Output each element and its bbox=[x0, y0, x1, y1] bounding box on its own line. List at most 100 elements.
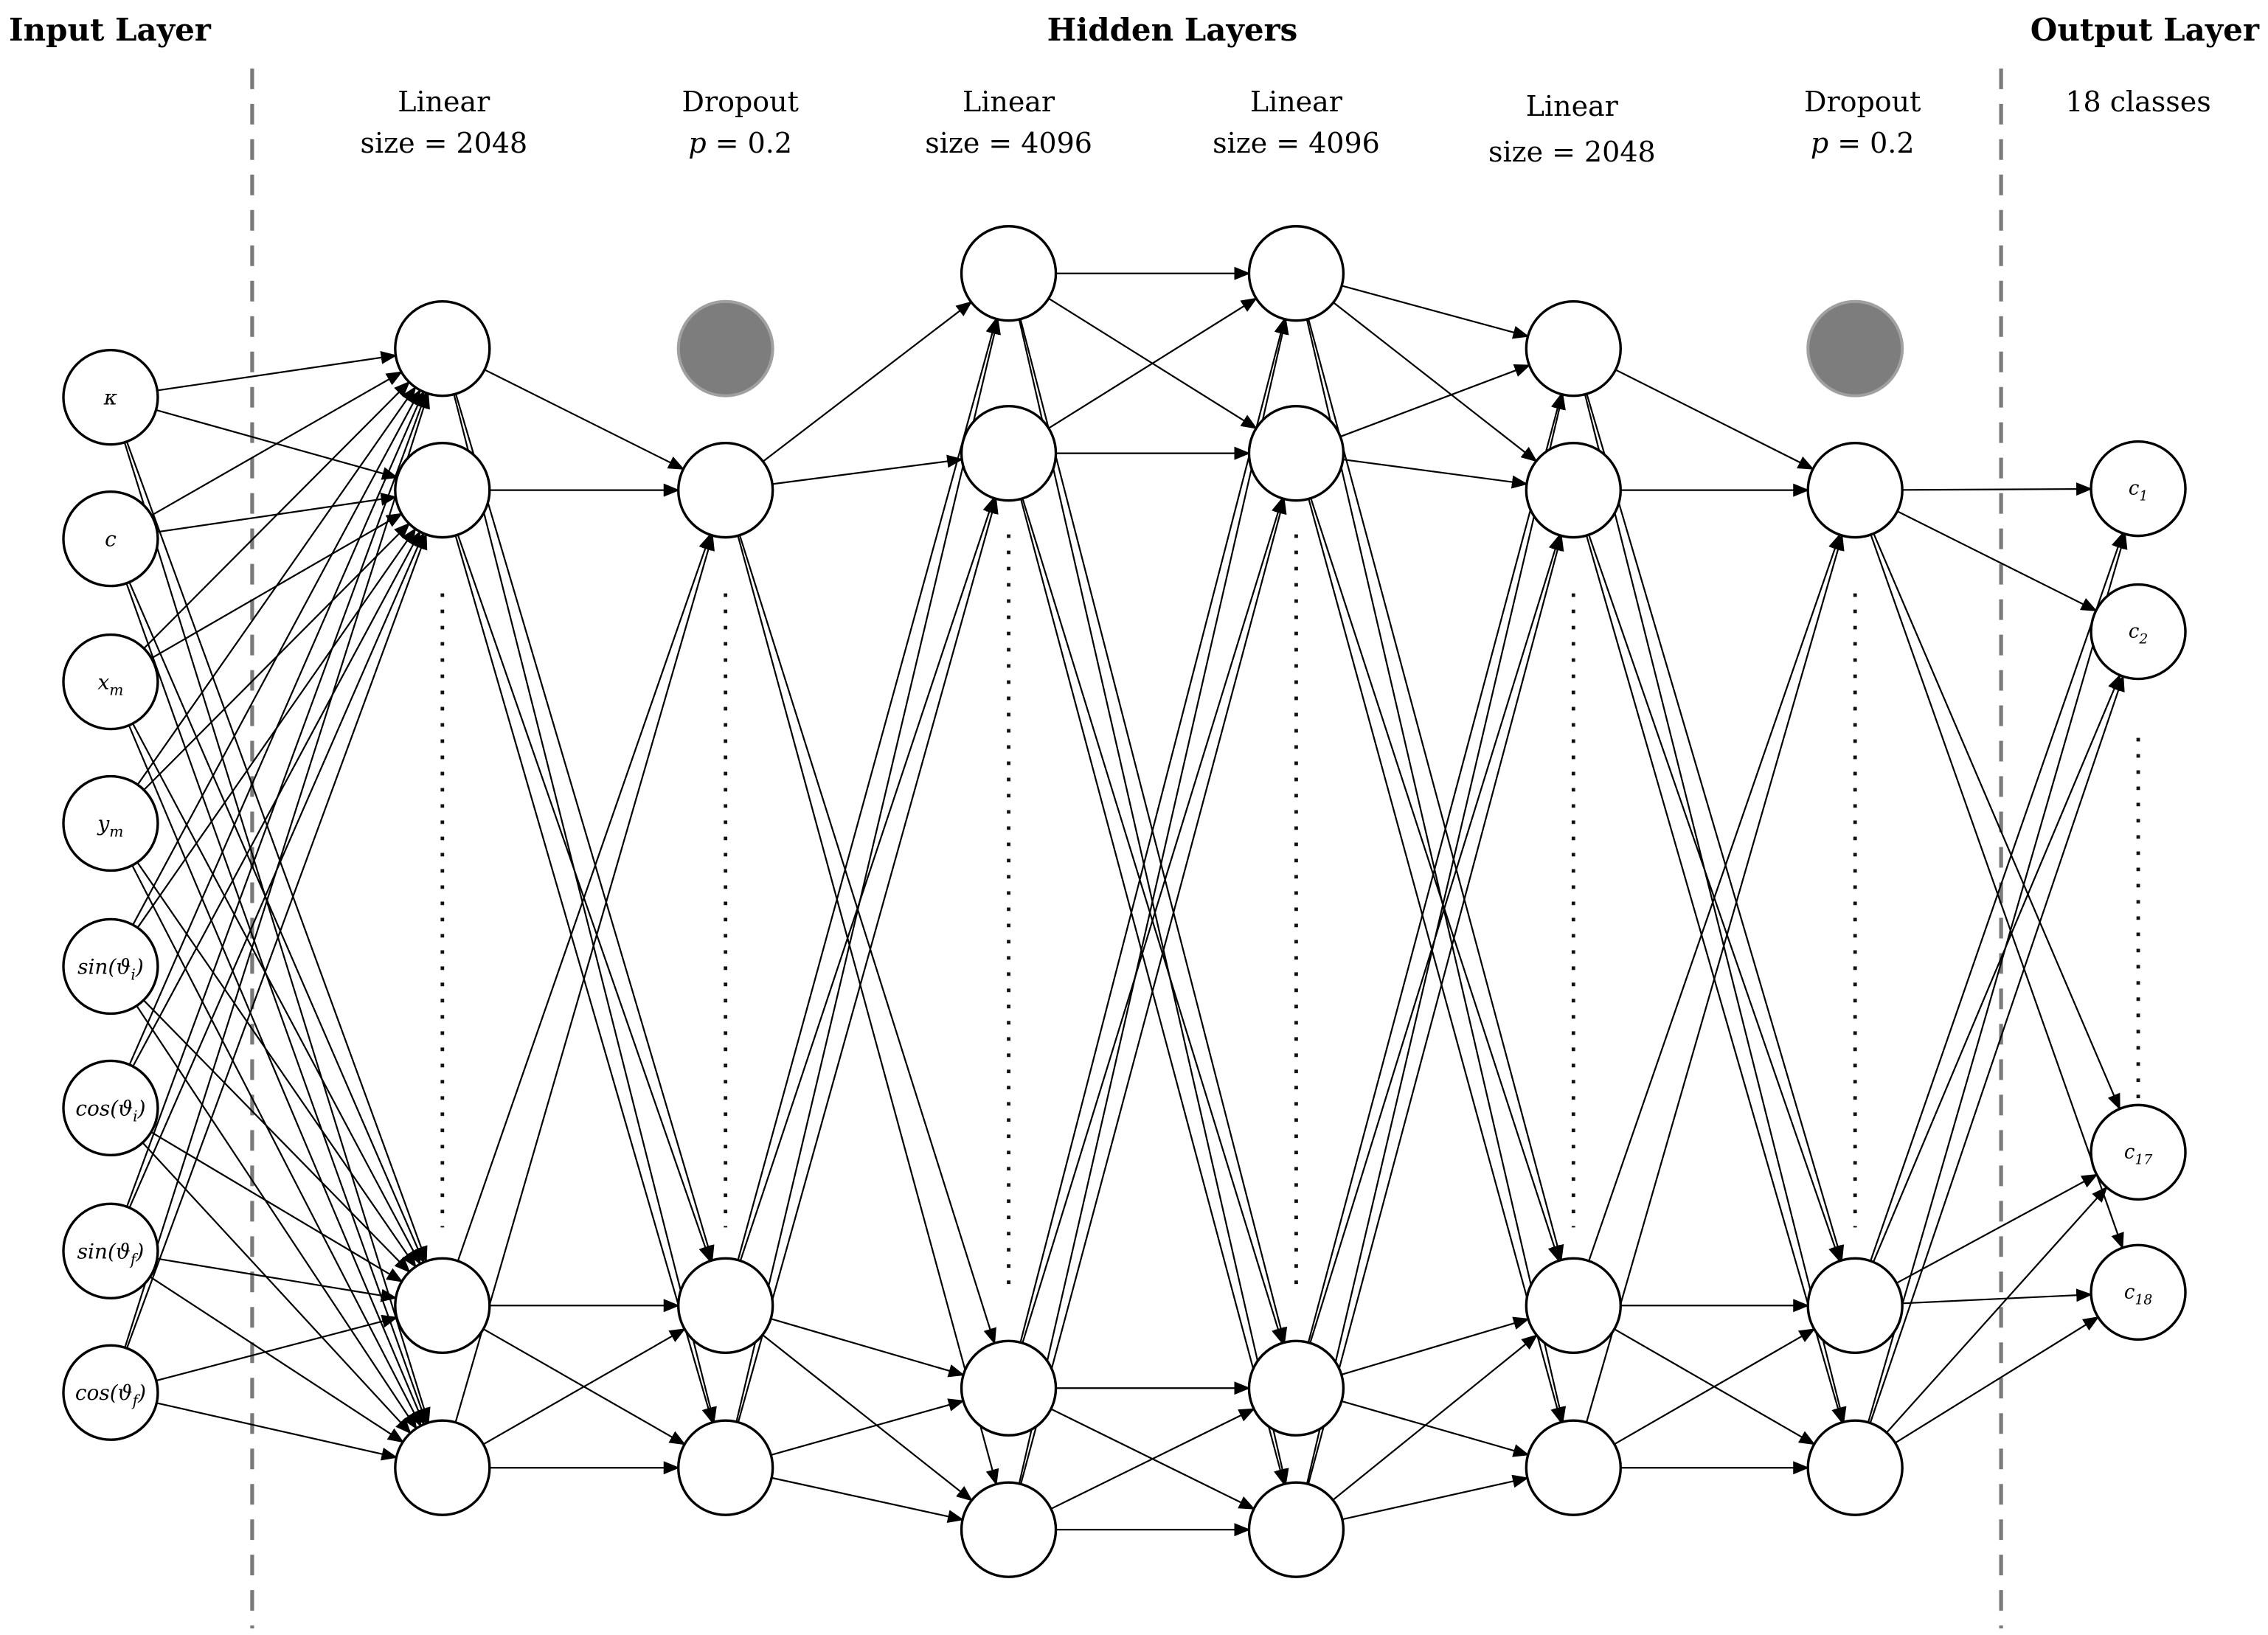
edge-arrow bbox=[1339, 364, 1531, 438]
edge-arrow bbox=[1342, 459, 1528, 489]
neuron-node bbox=[2090, 440, 2187, 538]
layer-header: Linear bbox=[963, 86, 1055, 118]
edge-arrow bbox=[1902, 1288, 2093, 1305]
layer-header: size = 4096 bbox=[1213, 127, 1380, 159]
edge-arrow bbox=[156, 1257, 398, 1302]
layer-separators bbox=[250, 68, 2003, 1629]
edge-arrow bbox=[142, 1142, 412, 1434]
edge-arrow bbox=[1896, 510, 2098, 611]
layer-header: Dropout bbox=[1804, 86, 1921, 118]
edge-arrow bbox=[482, 1328, 686, 1445]
neuron-label: c2 bbox=[2129, 621, 2148, 648]
layer-header: size = 4096 bbox=[925, 127, 1092, 159]
edge-arrow bbox=[1869, 675, 2125, 1423]
edge-arrow bbox=[770, 1398, 965, 1456]
edge-arrow bbox=[735, 318, 1001, 1423]
layer-header: Linear bbox=[398, 86, 490, 118]
edge-arrow bbox=[132, 389, 421, 926]
neuron-node bbox=[1247, 225, 1345, 322]
neuron-label: κ bbox=[103, 386, 117, 410]
edge-arrow bbox=[1894, 1316, 2100, 1444]
edge-arrow bbox=[125, 391, 428, 1207]
edge-arrow bbox=[136, 1005, 417, 1430]
edge-arrow bbox=[771, 454, 964, 485]
neuron-node bbox=[677, 1419, 774, 1516]
edge-arrow bbox=[132, 723, 421, 1266]
edge-arrow bbox=[1872, 673, 2121, 1263]
edge-arrow bbox=[1018, 318, 1289, 1485]
edge-arrow bbox=[1341, 1400, 1530, 1457]
neuron-node bbox=[1525, 1419, 1622, 1516]
neuron-node bbox=[960, 404, 1058, 502]
neuron-node bbox=[394, 1257, 491, 1354]
edge-arrow bbox=[156, 1314, 398, 1382]
edge-arrow bbox=[737, 317, 999, 1260]
edge-arrow bbox=[1305, 393, 1566, 1485]
neuron-node bbox=[1806, 1257, 1904, 1354]
neuron-label: sin(ϑi) bbox=[77, 954, 144, 983]
edge-arrow bbox=[128, 390, 425, 1066]
edge-arrow bbox=[125, 583, 429, 1425]
neuron-label: c bbox=[105, 527, 117, 552]
edge-arrow bbox=[150, 371, 403, 516]
edge-arrow bbox=[1870, 532, 2125, 1262]
neuron-node bbox=[62, 1344, 159, 1441]
neuron-node bbox=[960, 1481, 1058, 1578]
edge-arrow bbox=[157, 350, 398, 392]
edge-arrow bbox=[142, 999, 411, 1273]
neuron-node bbox=[62, 1059, 159, 1157]
neuron-node bbox=[1247, 404, 1345, 502]
edge-arrow bbox=[136, 386, 417, 785]
layer-header: Linear bbox=[1250, 86, 1343, 118]
edge-arrow bbox=[457, 533, 712, 1262]
neuron-label: ym bbox=[96, 811, 123, 840]
neuron-node bbox=[1525, 441, 1622, 539]
neuron-label: cos(ϑi) bbox=[75, 1096, 145, 1125]
neuron-label: c17 bbox=[2124, 1141, 2152, 1167]
edge-arrow bbox=[737, 535, 999, 1486]
connection-edges bbox=[123, 266, 2128, 1537]
edge-arrow bbox=[1585, 534, 1845, 1423]
edge-arrow bbox=[1614, 1328, 1816, 1445]
neuron-node bbox=[677, 1257, 774, 1354]
edge-arrow bbox=[1310, 498, 1561, 1263]
edge-arrow bbox=[1022, 496, 1285, 1344]
edge-arrow bbox=[124, 392, 430, 1348]
edge-arrow bbox=[762, 301, 973, 462]
layer-header: p = 0.2 bbox=[688, 127, 792, 159]
neuron-node bbox=[677, 441, 774, 539]
edge-arrow bbox=[454, 393, 715, 1262]
layer-header: Linear bbox=[1526, 90, 1619, 122]
neuron-label: cos(ϑf) bbox=[75, 1381, 146, 1409]
neuron-node bbox=[1806, 1419, 1904, 1516]
edge-arrow bbox=[125, 441, 428, 1263]
edge-arrow bbox=[156, 1402, 398, 1461]
edge-arrow bbox=[1902, 482, 2093, 496]
edge-arrow bbox=[1019, 317, 1288, 1343]
edge-arrow bbox=[1584, 394, 1847, 1424]
output-layer-title: Output Layer bbox=[2031, 12, 2260, 48]
edge-arrow bbox=[150, 1131, 403, 1282]
edge-arrow bbox=[125, 532, 428, 1349]
neuron-node bbox=[960, 225, 1058, 322]
neuron-node bbox=[2090, 583, 2187, 681]
edge-arrow bbox=[136, 861, 417, 1268]
edge-arrow bbox=[1886, 1186, 2108, 1434]
edge-arrow bbox=[1308, 499, 1564, 1424]
neuron-node bbox=[394, 300, 491, 398]
neuron-node bbox=[62, 633, 159, 731]
edge-arrow bbox=[739, 496, 996, 1261]
edge-arrow bbox=[1588, 533, 1842, 1262]
layer-header: Dropout bbox=[682, 86, 799, 118]
neuron-node bbox=[394, 1419, 491, 1516]
edge-arrow bbox=[771, 1476, 965, 1524]
edge-arrow bbox=[128, 725, 425, 1426]
edge-arrow bbox=[738, 535, 996, 1345]
neuron-node bbox=[960, 1339, 1058, 1437]
edge-arrow bbox=[1615, 369, 1814, 470]
neuron-node bbox=[62, 1202, 159, 1299]
edge-arrow bbox=[1342, 1474, 1529, 1521]
edge-arrow bbox=[1332, 1334, 1539, 1501]
neuron-label: c18 bbox=[2124, 1281, 2152, 1308]
